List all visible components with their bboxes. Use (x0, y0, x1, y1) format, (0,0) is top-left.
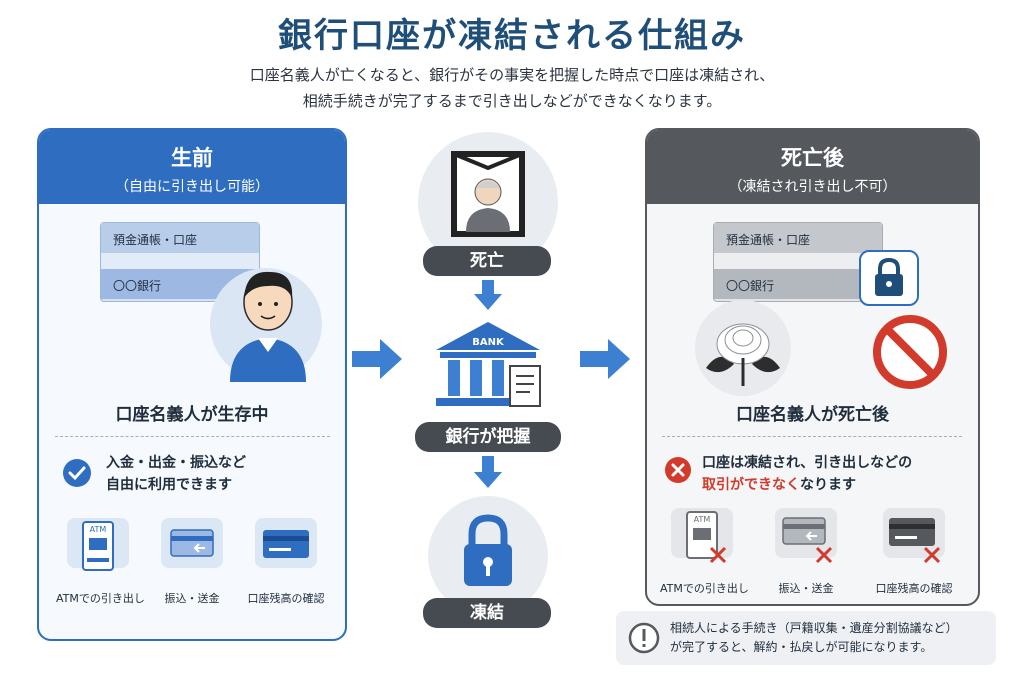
chrysanthemum-icon (706, 323, 780, 386)
atm-text: ATM (90, 525, 107, 534)
before-feature-line-2: 自由に利用できます (106, 477, 232, 493)
after-feature-emphasis: 取引ができなく (702, 477, 800, 493)
error-x-icon (665, 457, 691, 483)
step-bank-aware: 銀行が把握 (415, 422, 561, 452)
transfer-card-icon (170, 529, 214, 557)
card-icon (263, 530, 309, 558)
arrow-right-icon (352, 339, 402, 379)
before-subheading: （自由に引き出し可能） (115, 179, 269, 195)
after-panel-header: 死亡後 （凍結され引き出し不可） (647, 130, 978, 204)
after-lock-badge (859, 250, 919, 306)
after-bankbook-title: 預金通帳・口座 (714, 223, 882, 253)
before-panel-header: 生前 （自由に引き出し可能） (39, 130, 345, 204)
after-tile-transfer-label: 振込・送金 (778, 582, 834, 595)
atm-disabled-icon: ATM (686, 511, 727, 564)
before-heading: 生前 (171, 146, 213, 170)
before-tile-atm-label: ATMでの引き出し (56, 592, 145, 605)
page-subtitle: 口座名義人が亡くなると、銀行がその事実を把握した時点で口座は凍結され、 相続手続… (0, 62, 1024, 114)
before-feature: 入金・出金・振込など 自由に利用できます (62, 452, 246, 496)
bank-text: BANK (472, 337, 505, 348)
after-feature-line-2: 取引ができなくなります (702, 474, 912, 496)
inheritance-note: 相続人による手続き（戸籍収集・遺産分割協議など） が完了すると、解約・払戻しが可… (616, 611, 996, 665)
arrow-down-icon-2 (474, 456, 502, 488)
before-tile-atm: ATM ATMでの引き出し (56, 518, 145, 606)
before-tile-transfer-label: 振込・送金 (164, 592, 220, 605)
after-tile-atm: ATM ATMでの引き出し (660, 508, 749, 596)
after-bankbook-bank: 〇〇銀行 (714, 269, 882, 299)
atm-disabled-text: ATM (694, 515, 711, 524)
after-bankbook: 預金通帳・口座 〇〇銀行 (713, 222, 883, 302)
step-death: 死亡 (423, 246, 551, 276)
note-line-1: 相続人による手続き（戸籍収集・遺産分割協議など） (670, 621, 958, 635)
atm-icon: ATM (82, 521, 114, 571)
after-heading: 死亡後 (781, 146, 844, 170)
step-freeze: 凍結 (423, 598, 551, 628)
arrow-right-icon-2 (580, 339, 630, 379)
after-feature: 口座は凍結され、引き出しなどの 取引ができなくなります (664, 452, 912, 496)
after-status: 口座名義人が死亡後 (736, 405, 889, 425)
after-feature-line-1: 口座は凍結され、引き出しなどの (702, 455, 913, 471)
after-divider (662, 436, 962, 437)
subtitle-line-1: 口座名義人が亡くなると、銀行がその事実を把握した時点で口座は凍結され、 (249, 66, 775, 84)
after-tile-transfer: 振込・送金 (764, 508, 848, 596)
before-status: 口座名義人が生存中 (115, 405, 269, 425)
card-disabled-icon (889, 518, 941, 564)
check-icon (63, 459, 91, 487)
after-tile-balance: 口座残高の確認 (866, 508, 962, 596)
note-line-2: が完了すると、解約・払戻しが可能になります。 (670, 640, 933, 654)
bank-building-icon: BANK (436, 322, 541, 407)
lock-icon (464, 514, 512, 586)
after-subheading: （凍結され引き出し不可） (728, 179, 897, 195)
before-tile-transfer: 振込・送金 (150, 518, 234, 606)
padlock-icon (875, 257, 903, 296)
memorial-portrait-icon (451, 151, 525, 237)
page-title: 銀行口座が凍結される仕組み (278, 16, 746, 56)
before-bankbook-title: 預金通帳・口座 (101, 223, 259, 253)
person-icon (230, 271, 306, 382)
after-feature-line-2-rest: なります (800, 477, 856, 493)
arrow-down-icon (474, 280, 502, 310)
before-tile-balance: 口座残高の確認 (244, 518, 328, 606)
subtitle-line-2: 相続手続きが完了するまで引き出しなどができなくなります。 (302, 92, 722, 110)
transfer-disabled-icon (782, 517, 833, 564)
exclamation-icon (628, 622, 660, 654)
before-divider (55, 436, 330, 437)
before-bankbook: 預金通帳・口座 〇〇銀行 (100, 222, 260, 302)
before-tile-balance-label: 口座残高の確認 (247, 592, 325, 605)
prohibited-icon (873, 315, 947, 389)
after-tile-balance-label: 口座残高の確認 (875, 582, 953, 595)
after-tile-atm-label: ATMでの引き出し (660, 582, 749, 595)
before-feature-line-1: 入金・出金・振込など (106, 455, 246, 471)
